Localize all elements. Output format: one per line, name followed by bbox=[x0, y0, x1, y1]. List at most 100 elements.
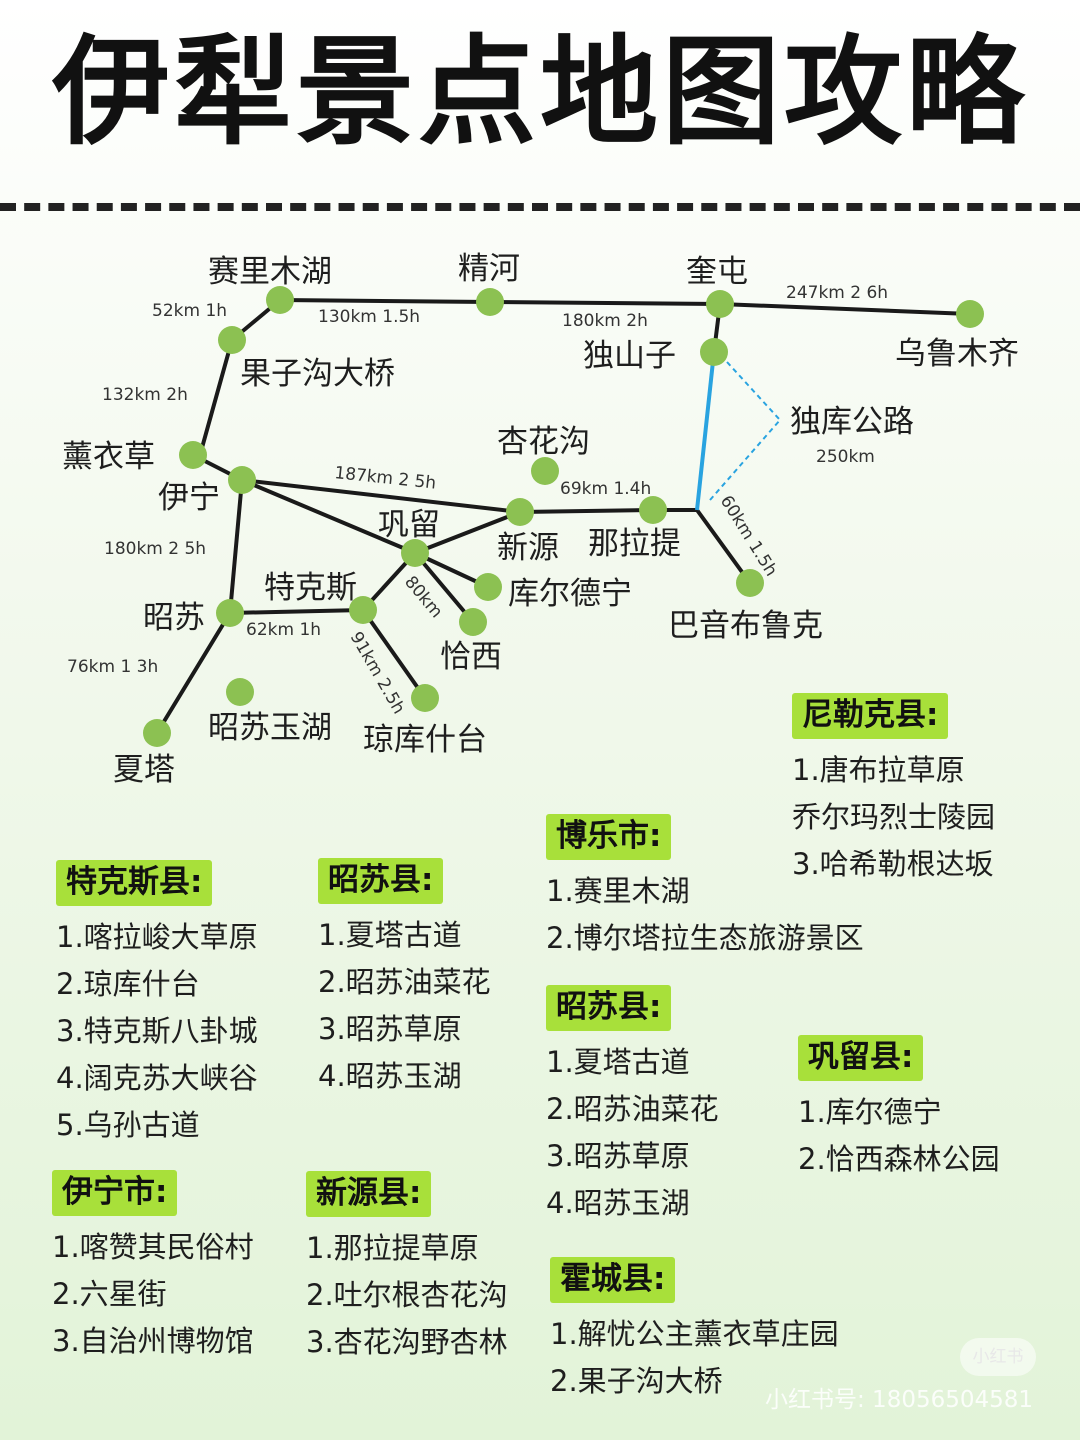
section-item: 1.唐布拉草原 bbox=[792, 753, 965, 787]
section-item: 2.昭苏油菜花 bbox=[318, 965, 491, 999]
section-item: 2.果子沟大桥 bbox=[550, 1364, 723, 1398]
section-item: 3.哈希勒根达坂 bbox=[792, 847, 994, 881]
road-zhaosu-tekesi bbox=[228, 608, 365, 615]
road-tekesi-qiongkushitai bbox=[361, 608, 427, 700]
road-guozigou-xunyicao bbox=[198, 338, 234, 457]
distance-jinghe-kuitun: 180km 2h bbox=[562, 311, 648, 331]
section-bole: 博乐市: 1.赛里木湖 2.博尔塔拉生态旅游景区 bbox=[546, 814, 864, 962]
node-qiongkushitai bbox=[411, 684, 439, 712]
distance-tekesi-qiongkushitai: 91km 2.5h bbox=[346, 629, 409, 718]
label-xiata: 夏塔 bbox=[113, 752, 175, 788]
section-item: 乔尔玛烈士陵园 bbox=[792, 800, 996, 834]
section-item: 3.昭苏草原 bbox=[546, 1139, 690, 1173]
section-tag: 博乐市: bbox=[546, 814, 672, 860]
node-gongliu bbox=[401, 539, 429, 567]
section-yining: 伊宁市: 1.喀赞其民俗村 2.六星街 3.自治州博物馆 bbox=[52, 1170, 254, 1365]
distance-zhaosu-xiata: 76km 1 3h bbox=[67, 657, 158, 677]
label-yining: 伊宁 bbox=[158, 480, 220, 516]
label-qiongkushitai: 琼库什台 bbox=[363, 722, 487, 758]
node-yining bbox=[228, 466, 256, 494]
label-xinghuagou: 杏花沟 bbox=[497, 424, 590, 460]
road-gongliu-xinyuan bbox=[413, 510, 522, 555]
node-kuitun bbox=[706, 290, 734, 318]
section-items: 1.赛里木湖 2.博尔塔拉生态旅游景区 bbox=[546, 868, 864, 962]
road-zhaosu-xiata bbox=[155, 611, 232, 735]
section-item: 2.六星街 bbox=[52, 1277, 167, 1311]
section-item: 2.吐尔根杏花沟 bbox=[306, 1278, 508, 1312]
section-item: 1.喀拉峻大草原 bbox=[56, 920, 258, 954]
section-items: 1.夏塔古道 2.昭苏油菜花 3.昭苏草原 4.昭苏玉湖 bbox=[546, 1039, 719, 1227]
road-yining-xinyuan bbox=[240, 478, 522, 514]
section-huocheng: 霍城县: 1.解忧公主薰衣草庄园 2.果子沟大桥 bbox=[550, 1257, 839, 1405]
section-item: 3.昭苏草原 bbox=[318, 1012, 462, 1046]
dashed-divider bbox=[0, 203, 1080, 211]
distance-yining-xinyuan: 187km 2 5h bbox=[333, 463, 437, 494]
node-dushanzi bbox=[700, 338, 728, 366]
label-gongliu: 巩留 bbox=[378, 507, 440, 543]
section-tag: 昭苏县: bbox=[546, 985, 672, 1031]
distance-guozigou-xunyicao: 132km 2h bbox=[102, 385, 188, 405]
section-item: 3.自治州博物馆 bbox=[52, 1324, 254, 1358]
section-tag: 霍城县: bbox=[550, 1257, 676, 1303]
section-items: 1.喀拉峻大草原 2.琼库什台 3.特克斯八卦城 4.阔克苏大峡谷 5.乌孙古道 bbox=[56, 914, 258, 1149]
road-yining-gongliu bbox=[240, 478, 417, 555]
distance-duku: 250km bbox=[816, 447, 875, 467]
section-item: 4.昭苏玉湖 bbox=[546, 1186, 690, 1220]
section-items: 1.库尔德宁 2.恰西森林公园 bbox=[798, 1089, 1000, 1183]
label-bayinbuluke: 巴音布鲁克 bbox=[668, 608, 823, 644]
section-item: 2.博尔塔拉生态旅游景区 bbox=[546, 921, 864, 955]
label-zhaosu: 昭苏 bbox=[143, 600, 205, 636]
node-nalati bbox=[639, 496, 667, 524]
label-zhaosuyuhu: 昭苏玉湖 bbox=[208, 710, 332, 746]
distance-yining-zhaosu: 180km 2 5h bbox=[104, 539, 206, 559]
node-xiata bbox=[143, 719, 171, 747]
road-xinyuan-nalati bbox=[518, 508, 655, 514]
map-nodes bbox=[143, 286, 984, 747]
distance-zhaosu-tekesi: 62km 1h bbox=[246, 620, 321, 640]
section-nileke: 尼勒克县: 1.唐布拉草原 乔尔玛烈士陵园 3.哈希勒根达坂 bbox=[792, 693, 995, 888]
route-map: 赛里木湖 精河 奎屯 乌鲁木齐 独山子 果子沟大桥 独库公路 薰衣草 杏花沟 伊… bbox=[62, 251, 1019, 788]
section-item: 1.解忧公主薰衣草庄园 bbox=[550, 1317, 839, 1351]
section-item: 3.杏花沟野杏林 bbox=[306, 1325, 508, 1359]
distance-sailimu-jinghe: 130km 1.5h bbox=[318, 307, 420, 327]
section-item: 1.夏塔古道 bbox=[318, 918, 462, 952]
section-item: 1.喀赞其民俗村 bbox=[52, 1230, 254, 1264]
road-kuitun-wulumuqi bbox=[718, 302, 972, 316]
section-items: 1.夏塔古道 2.昭苏油菜花 3.昭苏草原 4.昭苏玉湖 bbox=[318, 912, 491, 1100]
label-xunyicao: 薰衣草 bbox=[62, 439, 155, 475]
label-qiaxi: 恰西 bbox=[440, 639, 502, 675]
label-guozigou: 果子沟大桥 bbox=[240, 356, 395, 392]
label-sailimu: 赛里木湖 bbox=[208, 254, 332, 290]
section-tag: 尼勒克县: bbox=[792, 693, 949, 739]
label-nalati: 那拉提 bbox=[588, 526, 681, 562]
node-zhaosu bbox=[216, 599, 244, 627]
section-item: 2.恰西森林公园 bbox=[798, 1142, 1000, 1176]
section-tag: 伊宁市: bbox=[52, 1170, 178, 1216]
section-zhaosu: 昭苏县: 1.夏塔古道 2.昭苏油菜花 3.昭苏草原 4.昭苏玉湖 bbox=[318, 858, 491, 1100]
node-xinghuagou bbox=[531, 457, 559, 485]
node-sailimu bbox=[266, 286, 294, 314]
section-tag: 巩留县: bbox=[798, 1035, 924, 1081]
road-junction-bayinbuluke bbox=[695, 508, 752, 585]
section-item: 1.赛里木湖 bbox=[546, 874, 690, 908]
road-jinghe-kuitun bbox=[488, 300, 722, 306]
section-item: 3.特克斯八卦城 bbox=[56, 1014, 258, 1048]
distance-kuitun-wulumuqi: 247km 2 6h bbox=[786, 283, 888, 303]
node-jinghe bbox=[476, 288, 504, 316]
road-sailimu-jinghe bbox=[278, 298, 492, 304]
page-title: 伊犁景点地图攻略 bbox=[51, 23, 1028, 161]
node-bayinbuluke bbox=[736, 569, 764, 597]
section-tag: 昭苏县: bbox=[318, 858, 444, 904]
section-item: 1.库尔德宁 bbox=[798, 1095, 942, 1129]
section-item: 4.阔克苏大峡谷 bbox=[56, 1061, 258, 1095]
label-wulumuqi: 乌鲁木齐 bbox=[895, 336, 1019, 372]
distance-xinyuan-nalati: 69km 1.4h bbox=[560, 479, 651, 499]
section-tag: 新源县: bbox=[306, 1171, 432, 1217]
section-tag: 特克斯县: bbox=[56, 860, 213, 906]
label-kuerdening: 库尔德宁 bbox=[508, 576, 632, 612]
road-gongliu-qiaxi bbox=[413, 551, 475, 624]
watermark-id: 小红书号: 18056504581 bbox=[765, 1387, 1034, 1413]
node-xunyicao bbox=[179, 441, 207, 469]
node-qiaxi bbox=[459, 608, 487, 636]
section-items: 1.喀赞其民俗村 2.六星街 3.自治州博物馆 bbox=[52, 1224, 254, 1365]
